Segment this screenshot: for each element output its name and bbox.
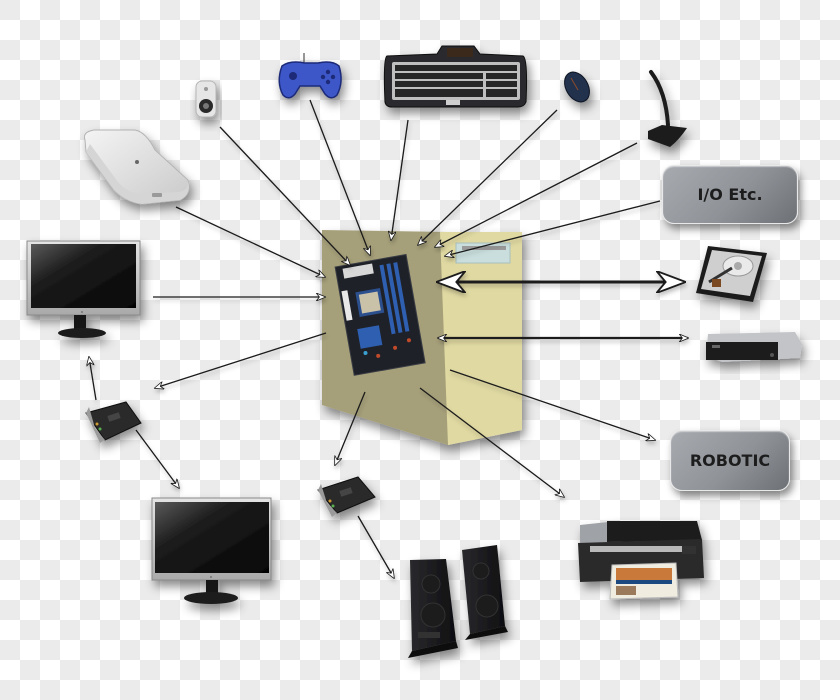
speakers-icon[interactable] <box>408 545 508 658</box>
arrow-io-to-case <box>445 200 661 256</box>
arrow-case-to-printer <box>419 387 564 497</box>
drive-slot <box>462 246 506 250</box>
scanner-icon[interactable] <box>83 129 190 205</box>
monitor-left-icon[interactable] <box>26 240 141 338</box>
monitor-bottom-icon[interactable] <box>151 497 272 604</box>
arrow-gamepad-to-case <box>309 99 370 255</box>
mouse-icon[interactable] <box>559 68 594 107</box>
robotic-label-text: ROBOTIC <box>689 451 771 470</box>
arrow-case-to-sound-card <box>335 391 366 465</box>
arrow-scanner-to-case <box>175 206 325 277</box>
arrow-keyboard-to-case <box>391 119 409 240</box>
arrow-graphics-card-to-monitor-bottom <box>135 429 179 488</box>
arrow-case-to-graphics-card <box>155 332 327 388</box>
graphics-card-icon[interactable] <box>85 401 142 443</box>
webcam-icon[interactable] <box>195 80 217 118</box>
microphone-icon[interactable] <box>648 70 687 147</box>
arrow-graphics-card-to-monitor-left <box>89 357 97 401</box>
robotic-label: ROBOTIC <box>670 430 790 491</box>
arrow-webcam-to-case <box>219 126 350 265</box>
printer-icon[interactable] <box>578 521 704 600</box>
connection-arrows <box>89 99 688 578</box>
motherboard <box>334 253 426 376</box>
dvd-drive-icon[interactable] <box>706 332 802 362</box>
sound-card-icon[interactable] <box>317 476 376 517</box>
io-etc-label: I/O Etc. <box>662 165 798 224</box>
speaker-right <box>462 545 508 640</box>
hard-drive-icon[interactable] <box>696 246 767 302</box>
arrow-mouse-to-case <box>418 109 558 245</box>
io-etc-label-text: I/O Etc. <box>697 185 763 204</box>
arrow-case-to-robotic <box>449 369 655 440</box>
keyboard-icon[interactable] <box>383 45 528 108</box>
arrow-microphone-to-case <box>435 142 638 247</box>
gamepad-icon[interactable] <box>278 53 342 99</box>
speaker-left <box>408 559 458 658</box>
arrow-sound-card-to-speakers <box>357 515 394 578</box>
